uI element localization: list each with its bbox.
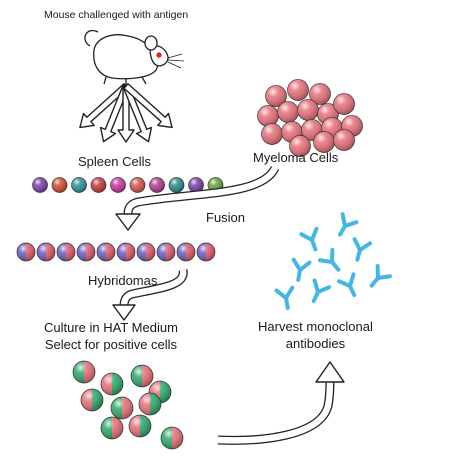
myeloma-cell	[261, 123, 283, 145]
spleen-cell	[51, 177, 68, 193]
culture-cell	[138, 392, 162, 416]
hybridomas-label: Hybridomas	[88, 273, 158, 288]
spleen-cells-row	[32, 177, 224, 193]
hybridoma-cell	[136, 242, 156, 262]
culture-cell	[100, 416, 124, 440]
hybridoma-cells-row	[16, 242, 216, 262]
culture-cell	[160, 426, 184, 450]
antibody-icon	[291, 257, 312, 282]
harvest-label-line1: Harvest monoclonal	[258, 319, 373, 334]
culture-cell	[72, 360, 96, 384]
hybridoma-cell	[16, 242, 36, 262]
spleen-cells-label: Spleen Cells	[78, 154, 151, 169]
culture-cell	[128, 414, 152, 438]
antibody-icon	[336, 272, 357, 298]
antibodies-group	[274, 212, 392, 310]
fusion-label: Fusion	[206, 210, 246, 225]
myeloma-cell	[289, 135, 311, 157]
myeloma-cell	[313, 131, 335, 153]
harvest-arrow	[217, 361, 345, 445]
culture-cell	[100, 372, 124, 396]
spleen-cell	[90, 177, 107, 193]
culture-cell	[80, 388, 104, 412]
spleen-cell	[129, 177, 146, 193]
culture-label: Culture in HAT Medium Select for positiv…	[44, 319, 178, 353]
myeloma-cell	[309, 83, 331, 105]
myeloma-cell	[333, 129, 355, 151]
culture-cell	[110, 396, 134, 420]
harvest-label-line2: antibodies	[285, 336, 346, 351]
myeloma-cell	[287, 79, 309, 101]
spleen-cell	[71, 177, 87, 193]
myeloma-cell	[265, 85, 287, 107]
hybridoma-cell	[96, 242, 116, 262]
spleen-cell	[110, 177, 126, 193]
antibody-icon	[311, 278, 332, 304]
antibody-icon	[299, 226, 319, 252]
culture-label-line2: Select for positive cells	[44, 337, 178, 352]
spleen-cell	[32, 177, 48, 193]
antibody-icon	[352, 237, 373, 262]
spleen-arrows	[79, 83, 173, 143]
hybridoma-cell	[36, 242, 56, 262]
myeloma-cells-cluster	[257, 79, 363, 157]
myeloma-cell	[333, 93, 355, 115]
antibody-icon	[369, 263, 392, 288]
harvest-label: Harvest monoclonal antibodies	[258, 318, 373, 352]
culture-arrow	[112, 269, 188, 321]
title-label: Mouse challenged with antigen	[44, 9, 189, 21]
culture-label-line1: Culture in HAT Medium	[44, 320, 178, 335]
myeloma-cell	[257, 105, 279, 127]
spleen-cell	[188, 177, 204, 193]
culture-cell	[130, 364, 154, 388]
spleen-cell	[149, 177, 165, 193]
hybridoma-cell	[116, 242, 136, 262]
myeloma-cell	[297, 99, 319, 121]
hybridoma-cell	[56, 242, 76, 262]
hybridoma-cell	[76, 242, 96, 262]
myeloma-cell	[277, 101, 299, 123]
myeloma-cells-label: Myeloma Cells	[253, 150, 339, 165]
mouse-icon	[84, 29, 185, 86]
hybridoma-cell	[176, 242, 196, 262]
antibody-icon	[274, 285, 295, 310]
culture-cells-cluster	[72, 360, 184, 450]
antibody-icon	[338, 212, 359, 237]
fusion-arrow	[115, 165, 280, 231]
spleen-cell	[168, 177, 185, 193]
hybridoma-cell	[156, 242, 176, 262]
antibody-icon	[318, 247, 341, 272]
hybridoma-cell	[196, 242, 216, 262]
